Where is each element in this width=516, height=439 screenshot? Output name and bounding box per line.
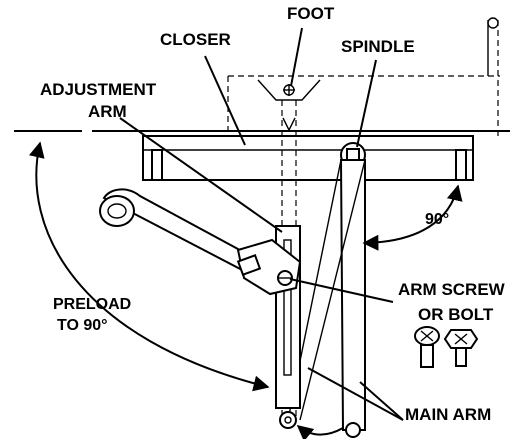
main-arm-leader-a — [307, 367, 404, 421]
preload-arc-arrow — [28, 141, 270, 392]
ninety-degree-label: 90° — [425, 211, 449, 228]
main-arm-leader-b — [359, 381, 404, 421]
arm-screw-label: ARM SCREW — [398, 280, 506, 299]
main-arm — [287, 159, 366, 438]
spindle-leader — [356, 59, 377, 148]
to-ninety-label: TO 90° — [57, 317, 108, 334]
bottom-swing-arrow — [296, 424, 344, 439]
ninety-degree-arc-arrow — [362, 184, 463, 251]
closer-label: CLOSER — [160, 30, 231, 49]
arm-label: ARM — [88, 102, 127, 121]
preload-label: PRELOAD — [53, 296, 131, 313]
spindle-label: SPINDLE — [341, 37, 415, 56]
adjustment-label: ADJUSTMENT — [40, 80, 157, 99]
arm-screw-leader — [289, 278, 394, 303]
or-bolt-label: OR BOLT — [418, 305, 494, 324]
arm-bolt-icon — [443, 329, 479, 367]
foot-label: FOOT — [287, 4, 335, 23]
closer-leader — [204, 55, 246, 146]
foot-leader — [290, 27, 303, 87]
main-arm-label: MAIN ARM — [405, 405, 491, 424]
arm-screw-icon — [414, 326, 440, 368]
wrench-tool — [99, 188, 302, 296]
closer-body — [142, 135, 474, 181]
